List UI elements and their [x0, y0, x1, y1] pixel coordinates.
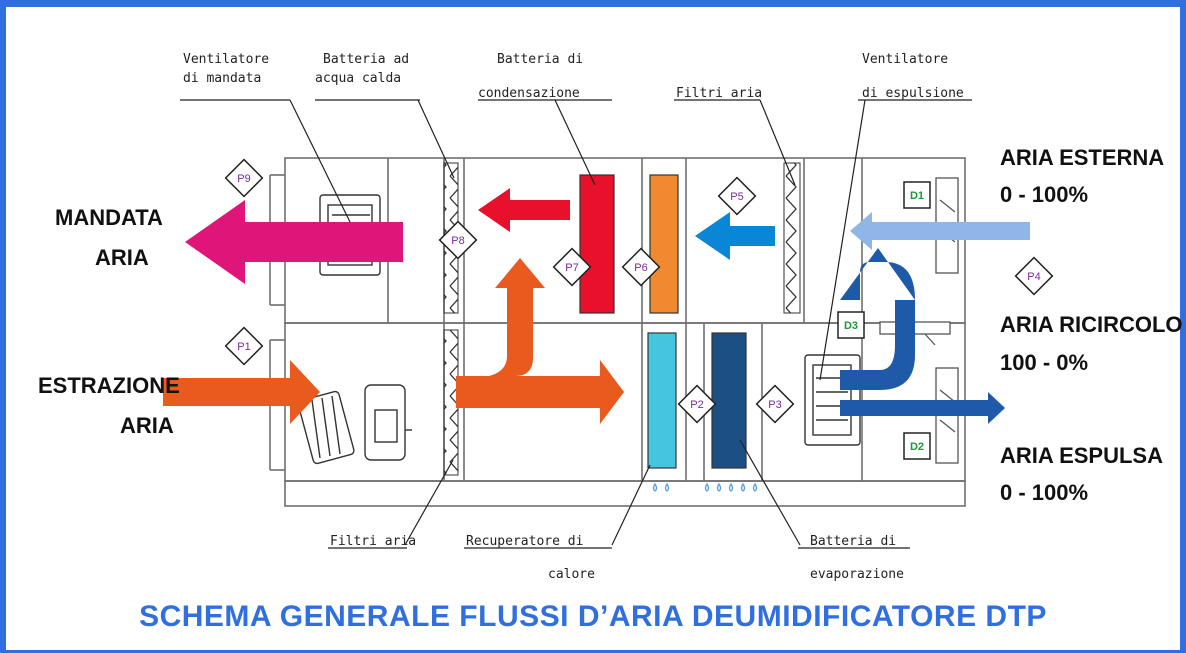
svg-text:P6: P6 [634, 262, 647, 274]
svg-text:Recuperatore di: Recuperatore di [466, 534, 583, 549]
extract-internal-arrow [456, 360, 624, 424]
damper-d3: D3 [837, 311, 865, 339]
exhaust-air-arrow [840, 392, 1005, 424]
condensate-drops [652, 482, 758, 492]
point-p9: P9 [224, 158, 264, 198]
svg-text:ARIA ESTERNA: ARIA ESTERNA [1000, 145, 1164, 170]
hot-water-coil [579, 174, 615, 314]
svg-text:0 - 100%: 0 - 100% [1000, 480, 1088, 505]
svg-text:ARIA ESPULSA: ARIA ESPULSA [1000, 443, 1163, 468]
svg-text:P3: P3 [768, 399, 781, 411]
callout-air-filters-bottom: Filtri aria [328, 534, 416, 549]
svg-text:P5: P5 [730, 191, 743, 203]
svg-text:D3: D3 [844, 320, 858, 332]
svg-text:P4: P4 [1027, 271, 1040, 283]
flow-exhaust-label: ARIA ESPULSA 0 - 100% [1000, 443, 1163, 505]
svg-text:P2: P2 [690, 399, 703, 411]
callout-evaporator-coil: Batteria di evaporazione [798, 534, 910, 582]
svg-text:100 - 0%: 100 - 0% [1000, 350, 1088, 375]
svg-text:Ventilatore: Ventilatore [183, 52, 269, 67]
svg-text:P7: P7 [565, 262, 578, 274]
airflow-diagram: Ventilatore di mandata Batteria ad acqua… [38, 52, 1183, 582]
filter-bottom-left [443, 329, 459, 476]
svg-text:evaporazione: evaporazione [810, 567, 904, 582]
point-p6: P6 [621, 247, 661, 287]
compressor-icon [297, 384, 412, 465]
svg-text:D2: D2 [910, 441, 924, 453]
svg-text:acqua calda: acqua calda [315, 71, 401, 86]
svg-text:Batteria di: Batteria di [810, 534, 896, 549]
svg-text:Batteria di: Batteria di [497, 52, 583, 67]
callout-condenser-coil: Batteria di condensazione [478, 52, 612, 101]
svg-text:Batteria ad: Batteria ad [323, 52, 409, 67]
diagram-title: SCHEMA GENERALE FLUSSI D’ARIA DEUMIDIFIC… [139, 600, 1047, 633]
svg-text:Ventilatore: Ventilatore [862, 52, 948, 67]
point-p5: P5 [717, 176, 757, 216]
svg-text:Filtri aria: Filtri aria [676, 86, 762, 101]
outside-air-arrowhead [850, 212, 872, 250]
svg-text:ARIA: ARIA [120, 413, 174, 438]
callout-exhaust-fan: Ventilatore di espulsione [858, 52, 972, 101]
callout-air-filters-top: Filtri aria [674, 86, 762, 101]
outside-air-arrow [870, 222, 1030, 240]
point-p7: P7 [552, 247, 592, 287]
svg-text:0 - 100%: 0 - 100% [1000, 182, 1088, 207]
evaporator-coil [711, 332, 747, 469]
svg-text:di mandata: di mandata [183, 71, 261, 86]
callout-heat-recovery: Recuperatore di calore [464, 534, 612, 582]
callout-supply-fan: Ventilatore di mandata [180, 52, 290, 101]
svg-text:ESTRAZIONE: ESTRAZIONE [38, 373, 180, 398]
svg-text:Filtri aria: Filtri aria [330, 534, 416, 549]
extract-air-arrow [163, 360, 320, 424]
leader-lines [289, 99, 866, 546]
supply-air-arrow [185, 200, 403, 284]
callout-hot-water-coil: Batteria ad acqua calda [315, 52, 420, 101]
condenser-coil [649, 174, 679, 314]
svg-text:di espulsione: di espulsione [862, 86, 964, 101]
svg-text:ARIA RICIRCOLO: ARIA RICIRCOLO [1000, 312, 1183, 337]
svg-text:D1: D1 [910, 190, 924, 202]
heat-recovery-unit [647, 332, 677, 469]
supply-red-arrow [478, 188, 570, 232]
flow-supply-label: MANDATA ARIA [55, 205, 163, 270]
damper-d2: D2 [903, 432, 931, 460]
point-p2: P2 [677, 384, 717, 424]
point-p3: P3 [755, 384, 795, 424]
svg-text:ARIA: ARIA [95, 245, 149, 270]
damper-frames [879, 177, 959, 464]
filter-top-right [783, 162, 801, 314]
recirc-air-arrow [840, 248, 915, 390]
damper-d1: D1 [903, 181, 931, 209]
point-p4: P4 [1014, 256, 1054, 296]
svg-text:condensazione: condensazione [478, 86, 580, 101]
svg-text:P9: P9 [237, 173, 250, 185]
flow-recirc-label: ARIA RICIRCOLO 100 - 0% [1000, 312, 1183, 375]
point-p1: P1 [224, 326, 264, 366]
flow-extract-label: ESTRAZIONE ARIA [38, 373, 180, 438]
svg-text:calore: calore [548, 567, 595, 582]
fresh-air-arrow [695, 212, 775, 260]
bypass-arrow [470, 258, 545, 378]
svg-text:P8: P8 [451, 235, 464, 247]
svg-text:P1: P1 [237, 341, 250, 353]
point-p8: P8 [438, 220, 478, 260]
svg-text:MANDATA: MANDATA [55, 205, 163, 230]
flow-outside-label: ARIA ESTERNA 0 - 100% [1000, 145, 1164, 207]
